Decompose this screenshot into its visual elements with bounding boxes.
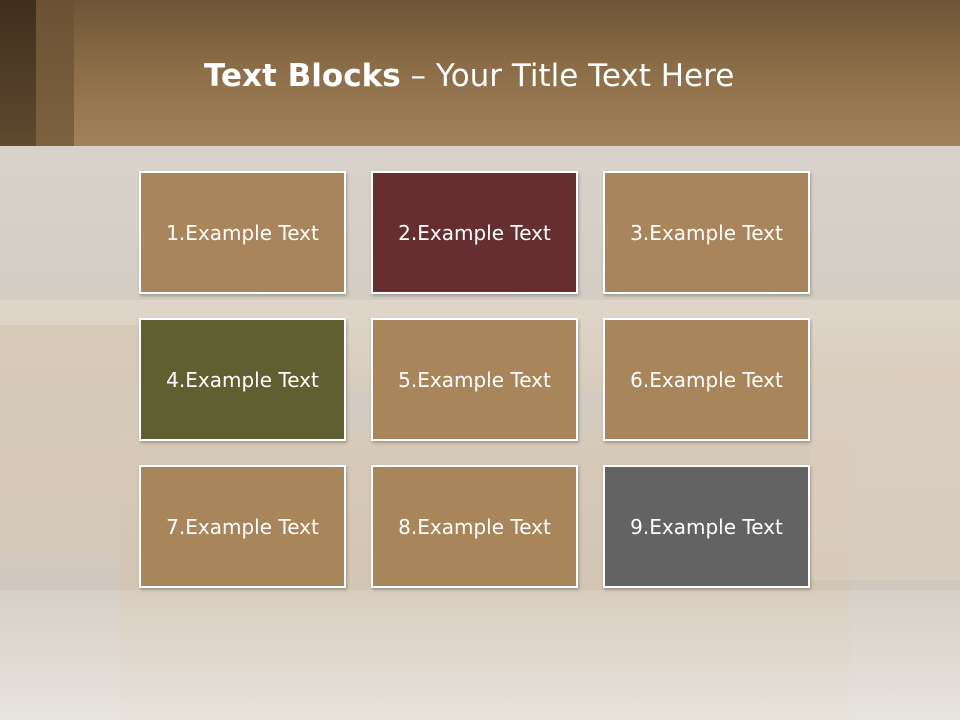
text-block-label: 7.Example Text (166, 514, 319, 539)
text-block-label: 4.Example Text (166, 367, 319, 392)
text-block-6[interactable]: 6.Example Text (603, 318, 810, 441)
text-block-4[interactable]: 4.Example Text (139, 318, 346, 441)
text-block-8[interactable]: 8.Example Text (371, 465, 578, 588)
header-accent-strip (0, 0, 36, 146)
title-rest: Your Title Text Here (435, 58, 735, 94)
text-block-3[interactable]: 3.Example Text (603, 171, 810, 294)
text-block-7[interactable]: 7.Example Text (139, 465, 346, 588)
text-block-label: 5.Example Text (398, 367, 551, 392)
header-accent-strip-secondary (36, 0, 74, 146)
slide-title[interactable]: Text Blocks – Your Title Text Here (204, 56, 734, 96)
background-box-left (0, 325, 140, 555)
text-block-label: 3.Example Text (630, 220, 783, 245)
text-block-9[interactable]: 9.Example Text (603, 465, 810, 588)
header-bar (0, 0, 960, 146)
title-bold: Text Blocks (204, 58, 401, 94)
text-block-label: 1.Example Text (166, 220, 319, 245)
background-box-right (810, 360, 960, 580)
text-block-2[interactable]: 2.Example Text (371, 171, 578, 294)
background-floor (0, 590, 960, 720)
text-block-label: 9.Example Text (630, 514, 783, 539)
text-block-1[interactable]: 1.Example Text (139, 171, 346, 294)
text-block-label: 2.Example Text (398, 220, 551, 245)
title-dash: – (410, 58, 427, 94)
text-block-5[interactable]: 5.Example Text (371, 318, 578, 441)
text-block-label: 6.Example Text (630, 367, 783, 392)
text-block-label: 8.Example Text (398, 514, 551, 539)
